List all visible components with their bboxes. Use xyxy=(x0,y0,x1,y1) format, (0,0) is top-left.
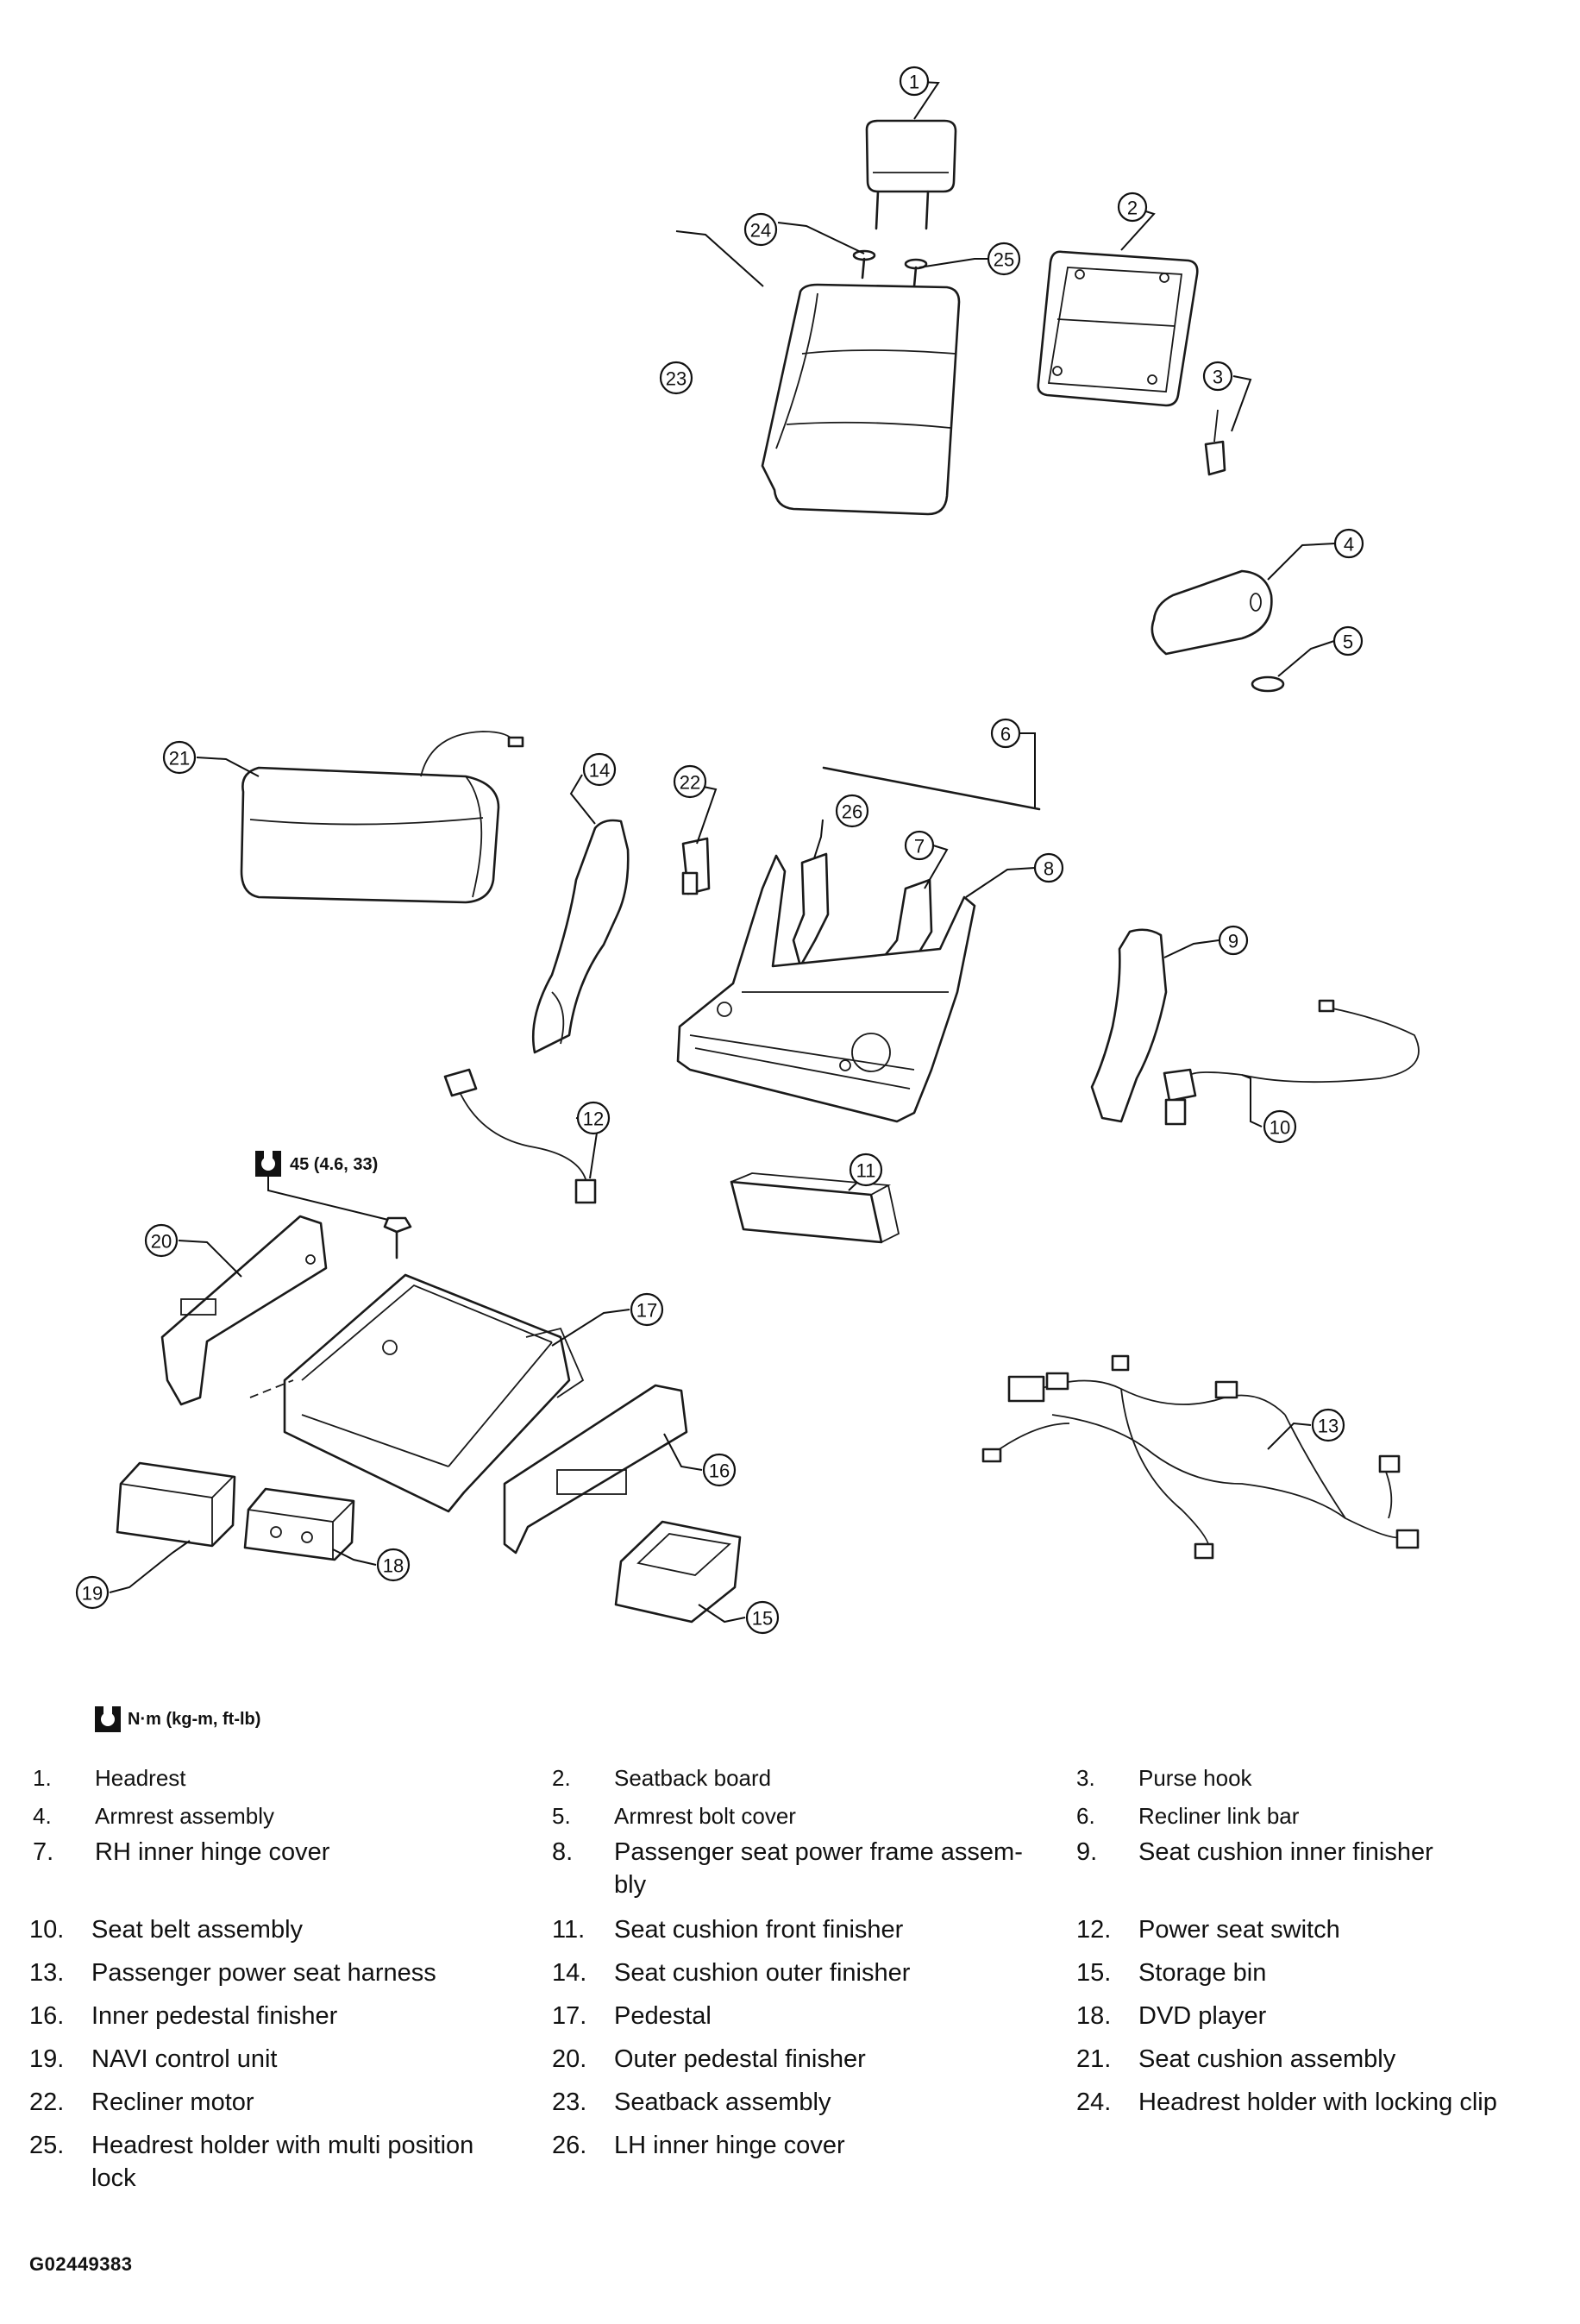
callout-8: 8 xyxy=(1033,852,1064,883)
svg-text:19: 19 xyxy=(82,1583,103,1605)
torque-legend-text: N·m (kg-m, ft-lb) xyxy=(128,1709,261,1729)
power-seat-switch-part xyxy=(443,1068,597,1204)
callout-20: 20 xyxy=(144,1223,179,1258)
svg-text:9: 9 xyxy=(1228,931,1238,952)
torque-spec: 45 (4.6, 33) xyxy=(255,1151,389,1221)
svg-text:5: 5 xyxy=(1343,631,1353,653)
cushion-inner-finisher-part xyxy=(1090,928,1168,1123)
torque-legend: N·m (kg-m, ft-lb) xyxy=(95,1706,260,1732)
seat-cushion-part xyxy=(240,731,524,904)
headrest-holders xyxy=(852,249,928,288)
svg-text:3: 3 xyxy=(1213,367,1223,388)
callout-21: 21 xyxy=(162,740,197,775)
callout-19: 19 xyxy=(75,1575,110,1610)
svg-text:20: 20 xyxy=(151,1231,172,1253)
callout-4: 4 xyxy=(1333,528,1364,559)
callout-16: 16 xyxy=(702,1453,737,1487)
callout-24: 24 xyxy=(743,212,778,247)
dvd-player-part xyxy=(243,1487,355,1561)
power-seat-harness-part xyxy=(981,1354,1420,1560)
svg-text:12: 12 xyxy=(583,1109,604,1130)
callout-13: 13 xyxy=(1311,1408,1345,1442)
callout-11: 11 xyxy=(849,1153,883,1187)
cushion-front-finisher-part xyxy=(730,1172,900,1244)
callout-25: 25 xyxy=(987,242,1021,276)
callout-1: 1 xyxy=(899,66,930,97)
svg-text:2: 2 xyxy=(1127,198,1138,219)
svg-text:24: 24 xyxy=(750,220,771,242)
power-frame-part xyxy=(676,854,976,1123)
svg-text:26: 26 xyxy=(842,801,862,823)
svg-text:22: 22 xyxy=(680,772,700,794)
recliner-link-bar-part xyxy=(822,766,1041,811)
armrest-part xyxy=(1151,569,1273,656)
callout-10: 10 xyxy=(1263,1109,1297,1144)
navi-control-unit-part xyxy=(116,1461,236,1548)
leader-lines xyxy=(109,80,1336,1624)
headrest-part xyxy=(865,119,957,230)
callout-9: 9 xyxy=(1218,925,1249,956)
inner-pedestal-finisher-part xyxy=(503,1384,688,1555)
svg-text:1: 1 xyxy=(909,72,919,93)
svg-text:13: 13 xyxy=(1318,1416,1339,1437)
callout-12: 12 xyxy=(576,1101,611,1135)
pedestal-part xyxy=(249,1273,585,1513)
callout-17: 17 xyxy=(630,1292,664,1327)
svg-text:6: 6 xyxy=(1000,724,1011,745)
svg-text:11: 11 xyxy=(856,1160,876,1182)
seatback-board-part xyxy=(1037,250,1199,407)
svg-text:25: 25 xyxy=(994,249,1014,271)
svg-text:16: 16 xyxy=(709,1460,730,1482)
callout-7: 7 xyxy=(904,830,935,861)
callout-14: 14 xyxy=(582,752,617,787)
figure-code: G02449383 xyxy=(29,2253,133,2275)
callout-5: 5 xyxy=(1332,625,1364,656)
svg-text:8: 8 xyxy=(1044,858,1054,880)
torque-wrench-icon xyxy=(95,1706,121,1732)
svg-text:45 (4.6, 33): 45 (4.6, 33) xyxy=(290,1155,378,1174)
svg-text:18: 18 xyxy=(383,1555,404,1577)
purse-hook-part xyxy=(1204,409,1226,476)
callout-23: 23 xyxy=(659,361,693,395)
lh-inner-hinge-cover-part xyxy=(792,852,830,968)
callout-3: 3 xyxy=(1202,361,1233,392)
svg-text:4: 4 xyxy=(1344,534,1354,556)
svg-text:15: 15 xyxy=(752,1608,773,1630)
svg-text:7: 7 xyxy=(914,836,925,857)
callout-6: 6 xyxy=(990,718,1021,749)
svg-text:23: 23 xyxy=(666,368,687,390)
svg-text:21: 21 xyxy=(169,748,190,769)
exploded-seat-diagram: 1 2 3 4 5 6 7 8 9 10 11 12 13 14 15 16 1… xyxy=(75,66,1420,1635)
svg-text:14: 14 xyxy=(589,760,610,782)
callout-22: 22 xyxy=(673,764,707,799)
cushion-outer-finisher-part xyxy=(531,819,630,1054)
outer-pedestal-finisher-part xyxy=(160,1215,328,1406)
seatback-part xyxy=(761,283,961,516)
bolt-part xyxy=(383,1216,412,1259)
seat-belt-part xyxy=(1163,999,1420,1126)
callout-2: 2 xyxy=(1117,192,1148,223)
armrest-bolt-cover-part xyxy=(1251,675,1285,693)
callout-26: 26 xyxy=(835,794,869,828)
svg-text:17: 17 xyxy=(636,1300,657,1322)
torque-wrench-icon xyxy=(255,1151,281,1177)
svg-text:10: 10 xyxy=(1270,1117,1290,1139)
callout-15: 15 xyxy=(745,1600,780,1635)
callout-18: 18 xyxy=(376,1548,411,1582)
storage-bin-part xyxy=(614,1520,742,1624)
recliner-motor-part xyxy=(681,837,711,895)
